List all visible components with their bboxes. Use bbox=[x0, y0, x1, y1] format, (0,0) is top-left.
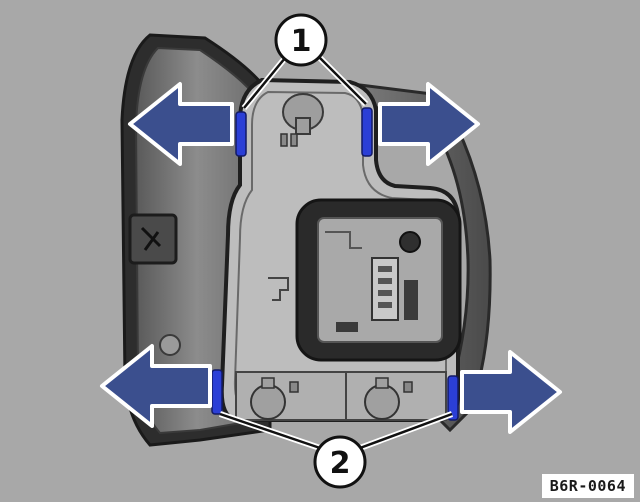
arrow-left-icon bbox=[100, 344, 212, 428]
callout-2-circle bbox=[313, 435, 367, 489]
plug-pin-4 bbox=[378, 302, 392, 308]
callout-1-circle bbox=[274, 13, 328, 67]
upper-mount-slot bbox=[295, 117, 311, 135]
upper-pin-a bbox=[280, 133, 288, 147]
arrow-right-icon bbox=[378, 82, 480, 166]
callout-1-label: 1 bbox=[291, 24, 312, 59]
upper-pin-b bbox=[290, 133, 298, 147]
leader-line-2b bbox=[359, 412, 453, 450]
lower-slot-right bbox=[375, 377, 389, 389]
lower-pin-a bbox=[289, 381, 299, 393]
side-bracket bbox=[268, 277, 289, 301]
lower-hole-right bbox=[364, 384, 400, 420]
reference-code: B6R-0064 bbox=[541, 474, 634, 498]
leader-line-2a bbox=[219, 412, 321, 450]
lower-pin-b bbox=[403, 381, 413, 393]
lower-right-release-tab bbox=[447, 375, 459, 421]
upper-left-release-tab bbox=[235, 111, 247, 157]
leader-line-1b bbox=[313, 51, 367, 105]
connector-post bbox=[399, 231, 421, 253]
arrow-left-icon bbox=[128, 82, 234, 166]
housing-screw bbox=[159, 334, 181, 356]
plug-pin-1 bbox=[378, 266, 392, 272]
lower-left-release-tab bbox=[211, 369, 223, 415]
connector-block bbox=[404, 280, 418, 320]
plug-pin-3 bbox=[378, 290, 392, 296]
callout-2-label: 2 bbox=[330, 446, 351, 481]
lower-slot-left bbox=[261, 377, 275, 389]
lower-hole-left bbox=[250, 384, 286, 420]
arrow-right-icon bbox=[460, 350, 562, 434]
upper-right-release-tab bbox=[361, 107, 373, 157]
leader-line-1a bbox=[243, 51, 291, 109]
plug-pin-2 bbox=[378, 278, 392, 284]
lamp-housing-right bbox=[358, 83, 492, 433]
clip-detail bbox=[140, 226, 162, 251]
connector-trace bbox=[325, 231, 362, 249]
connector-tab bbox=[336, 322, 358, 332]
